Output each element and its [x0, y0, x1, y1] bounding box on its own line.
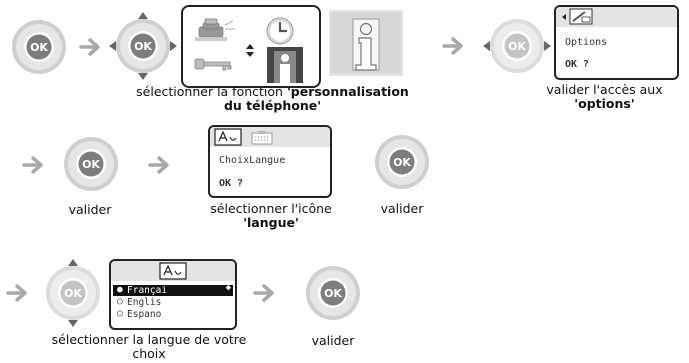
personnalisation-screen [181, 5, 321, 88]
caption-valider-1: valider [68, 202, 112, 217]
langue-icon [159, 262, 187, 280]
caption-choix-langue: sélectionner la langue de votre choix [51, 332, 247, 361]
language-option[interactable]: ○ Espano [117, 308, 162, 320]
arrow-right-icon [22, 156, 43, 174]
handset-icon [195, 18, 235, 41]
svg-text:OK: OK [508, 40, 526, 53]
svg-text:OK: OK [134, 40, 152, 53]
ok-button-icon: OK [12, 20, 66, 74]
svg-text:OK: OK [82, 158, 100, 171]
svg-text:OK: OK [393, 156, 411, 169]
langue-screen: ChoixLangue OK ? [208, 125, 332, 198]
options-screen: Options OK ? [554, 5, 679, 80]
ok-label: OK [30, 41, 48, 54]
navigator-icon: OK [483, 19, 551, 73]
info-icon [267, 47, 303, 83]
svg-text:OK: OK [324, 287, 342, 300]
key-icon [194, 58, 232, 71]
caption-valider-3: valider [311, 333, 355, 348]
ok-button-icon: OK [64, 137, 118, 191]
navigator-icon: OK [46, 259, 100, 327]
caption-langue: sélectionner l'icône 'langue' [210, 201, 332, 230]
options-icon [569, 8, 593, 25]
language-option-selected[interactable]: ● Françai ◆ [113, 283, 233, 296]
caption-valider-2: valider [380, 201, 424, 216]
svg-text:OK: OK [64, 287, 82, 300]
arrow-right-icon [253, 284, 274, 302]
arrow-right-icon [442, 37, 463, 55]
langue-prompt: OK ? [219, 178, 244, 189]
langue-text: ChoixLangue [219, 155, 286, 166]
arrow-right-icon [148, 156, 169, 174]
keyboard-icon [251, 131, 273, 145]
options-prompt: OK ? [565, 59, 590, 70]
ok-button-icon: OK [306, 266, 360, 320]
language-choice-screen: ● Françai ◆ ○ Englis ○ Espano [109, 259, 237, 330]
langue-icon [214, 128, 242, 146]
clock-icon [266, 17, 294, 45]
arrow-right-icon [79, 38, 100, 56]
caption-personnalisation: sélectionner la fonction 'personnalisati… [136, 84, 409, 113]
info-icon [329, 10, 403, 76]
options-text: Options [565, 37, 608, 48]
scroll-updown-icon: ◆ [225, 283, 231, 293]
navigator-icon: OK [109, 12, 177, 80]
ok-button-icon: OK [375, 135, 429, 189]
language-option[interactable]: ○ Englis [117, 296, 162, 308]
arrow-right-icon [6, 284, 27, 302]
caption-options: valider l'accès aux 'options' [546, 82, 663, 111]
